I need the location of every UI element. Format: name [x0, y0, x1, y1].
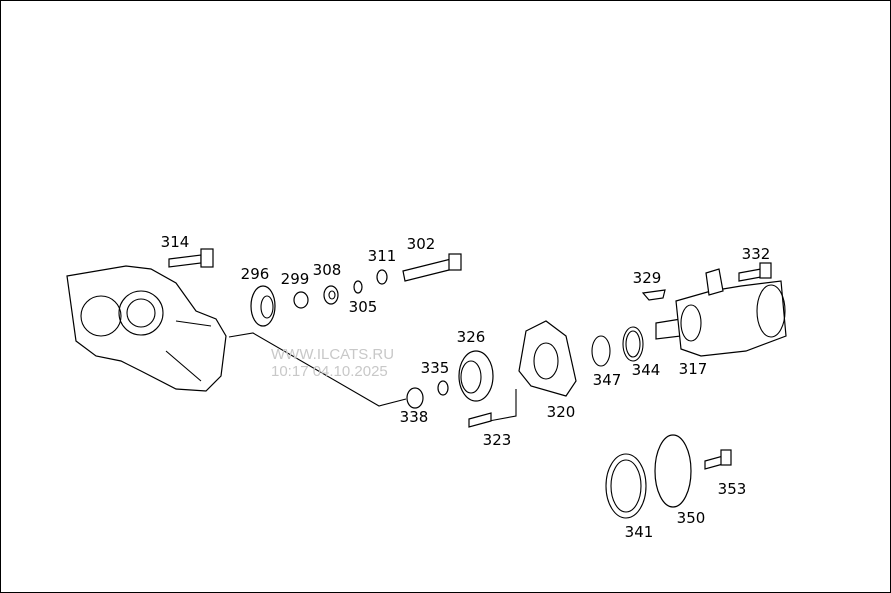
part-302-shaft[interactable] — [402, 253, 462, 282]
label-320[interactable]: 320 — [546, 403, 576, 421]
label-311[interactable]: 311 — [367, 247, 397, 265]
part-335[interactable] — [437, 380, 449, 396]
part-housing[interactable] — [66, 265, 227, 392]
label-338[interactable]: 338 — [399, 408, 429, 426]
part-299[interactable] — [293, 291, 309, 309]
part-338-nut[interactable] — [406, 387, 424, 409]
label-308[interactable]: 308 — [312, 261, 342, 279]
label-299[interactable]: 299 — [280, 270, 310, 288]
label-326[interactable]: 326 — [456, 328, 486, 346]
label-353[interactable]: 353 — [717, 480, 747, 498]
label-350[interactable]: 350 — [676, 509, 706, 527]
part-341-gasket[interactable] — [605, 453, 647, 519]
watermark-timestamp: 10:17 04.10.2025 — [271, 363, 388, 380]
label-341[interactable]: 341 — [624, 523, 654, 541]
label-314[interactable]: 314 — [160, 233, 190, 251]
part-311[interactable] — [376, 269, 388, 285]
label-335[interactable]: 335 — [420, 359, 450, 377]
part-347-circlip[interactable] — [591, 335, 611, 367]
label-317[interactable]: 317 — [678, 360, 708, 378]
part-344-ring[interactable] — [622, 326, 644, 362]
part-323-bolt[interactable] — [468, 412, 492, 428]
label-302[interactable]: 302 — [406, 235, 436, 253]
part-296-gear[interactable] — [250, 285, 276, 327]
label-305[interactable]: 305 — [348, 298, 378, 316]
part-332-bolt[interactable] — [738, 262, 772, 282]
label-323[interactable]: 323 — [482, 431, 512, 449]
label-332[interactable]: 332 — [741, 245, 771, 263]
part-350-cover[interactable] — [654, 434, 692, 508]
part-305[interactable] — [353, 280, 363, 294]
part-329-key[interactable] — [641, 289, 666, 301]
label-347[interactable]: 347 — [592, 371, 622, 389]
label-296[interactable]: 296 — [240, 265, 270, 283]
part-326-bearing[interactable] — [458, 350, 494, 402]
label-344[interactable]: 344 — [631, 361, 661, 379]
leader-line-338 — [228, 332, 407, 407]
part-314-bolt[interactable] — [168, 248, 214, 268]
part-308[interactable] — [323, 285, 339, 305]
part-353-bolt[interactable] — [704, 449, 732, 470]
watermark-site: WWW.ILCATS.RU — [271, 346, 395, 363]
part-320-flange[interactable] — [518, 320, 577, 397]
label-329[interactable]: 329 — [632, 269, 662, 287]
part-317-pump[interactable] — [655, 268, 787, 357]
leader-line-323 — [488, 389, 517, 422]
